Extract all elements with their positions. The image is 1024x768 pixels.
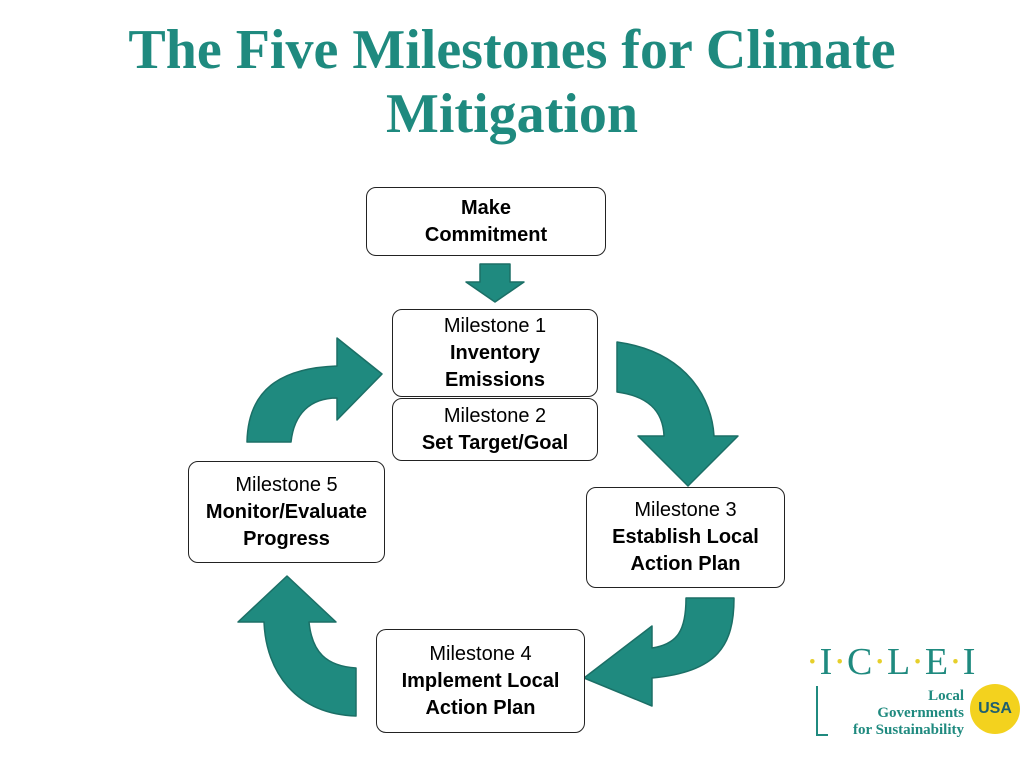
milestone-5-line2: Progress (243, 527, 330, 550)
milestone-4-box: Milestone 4 Implement Local Action Plan (376, 629, 585, 733)
milestone-3-line2: Action Plan (630, 553, 741, 575)
curved-arrow-to-milestone-4 (583, 597, 735, 707)
milestone-5-box: Milestone 5 Monitor/Evaluate Progress (188, 461, 385, 563)
milestone-3-line1: Establish Local (612, 526, 759, 548)
milestone-5-label: Milestone 5 (235, 473, 338, 496)
milestone-4-label: Milestone 4 (429, 642, 532, 665)
logo-line2: Governments (877, 705, 964, 721)
commitment-line2: Commitment (424, 223, 548, 246)
logo-bracket (816, 686, 828, 736)
milestone-1-line2: Emissions (444, 368, 546, 391)
down-arrow (465, 263, 525, 303)
milestone-1-box: Milestone 1 Inventory Emissions (392, 309, 598, 397)
curved-arrow-to-milestone-1 (246, 337, 383, 443)
curved-arrow-to-milestone-5 (237, 575, 357, 717)
milestone-5-line1: Monitor/Evaluate (205, 500, 368, 523)
milestone-4-line1: Implement Local (401, 669, 560, 692)
make-commitment-box: Make Commitment (366, 187, 606, 256)
milestone-1-label: Milestone 1 (443, 314, 547, 337)
page-title: The Five Milestones for Climate Mitigati… (128, 19, 896, 145)
milestone-2-box: Milestone 2 Set Target/Goal (392, 398, 598, 461)
logo-line3: for Sustainability (853, 722, 964, 738)
milestone-3-label: Milestone 3 (634, 499, 737, 521)
milestone-1-line1: Inventory (449, 341, 541, 364)
iclei-letters: ·I·C·L·E·I (806, 641, 977, 683)
logo-line1: Local (928, 688, 964, 704)
milestone-2-label: Milestone 2 (443, 404, 547, 427)
commitment-line1: Make (460, 196, 512, 219)
milestone-4-line2: Action Plan (425, 696, 536, 719)
curved-arrow-to-milestone-3 (616, 341, 739, 487)
iclei-logo: ·I·C·L·E·I Local Governments for Sustain… (806, 640, 1024, 750)
milestone-3-box: Milestone 3 Establish Local Action Plan (586, 487, 785, 588)
milestone-2-line1: Set Target/Goal (421, 431, 569, 454)
usa-badge: USA (970, 684, 1020, 734)
